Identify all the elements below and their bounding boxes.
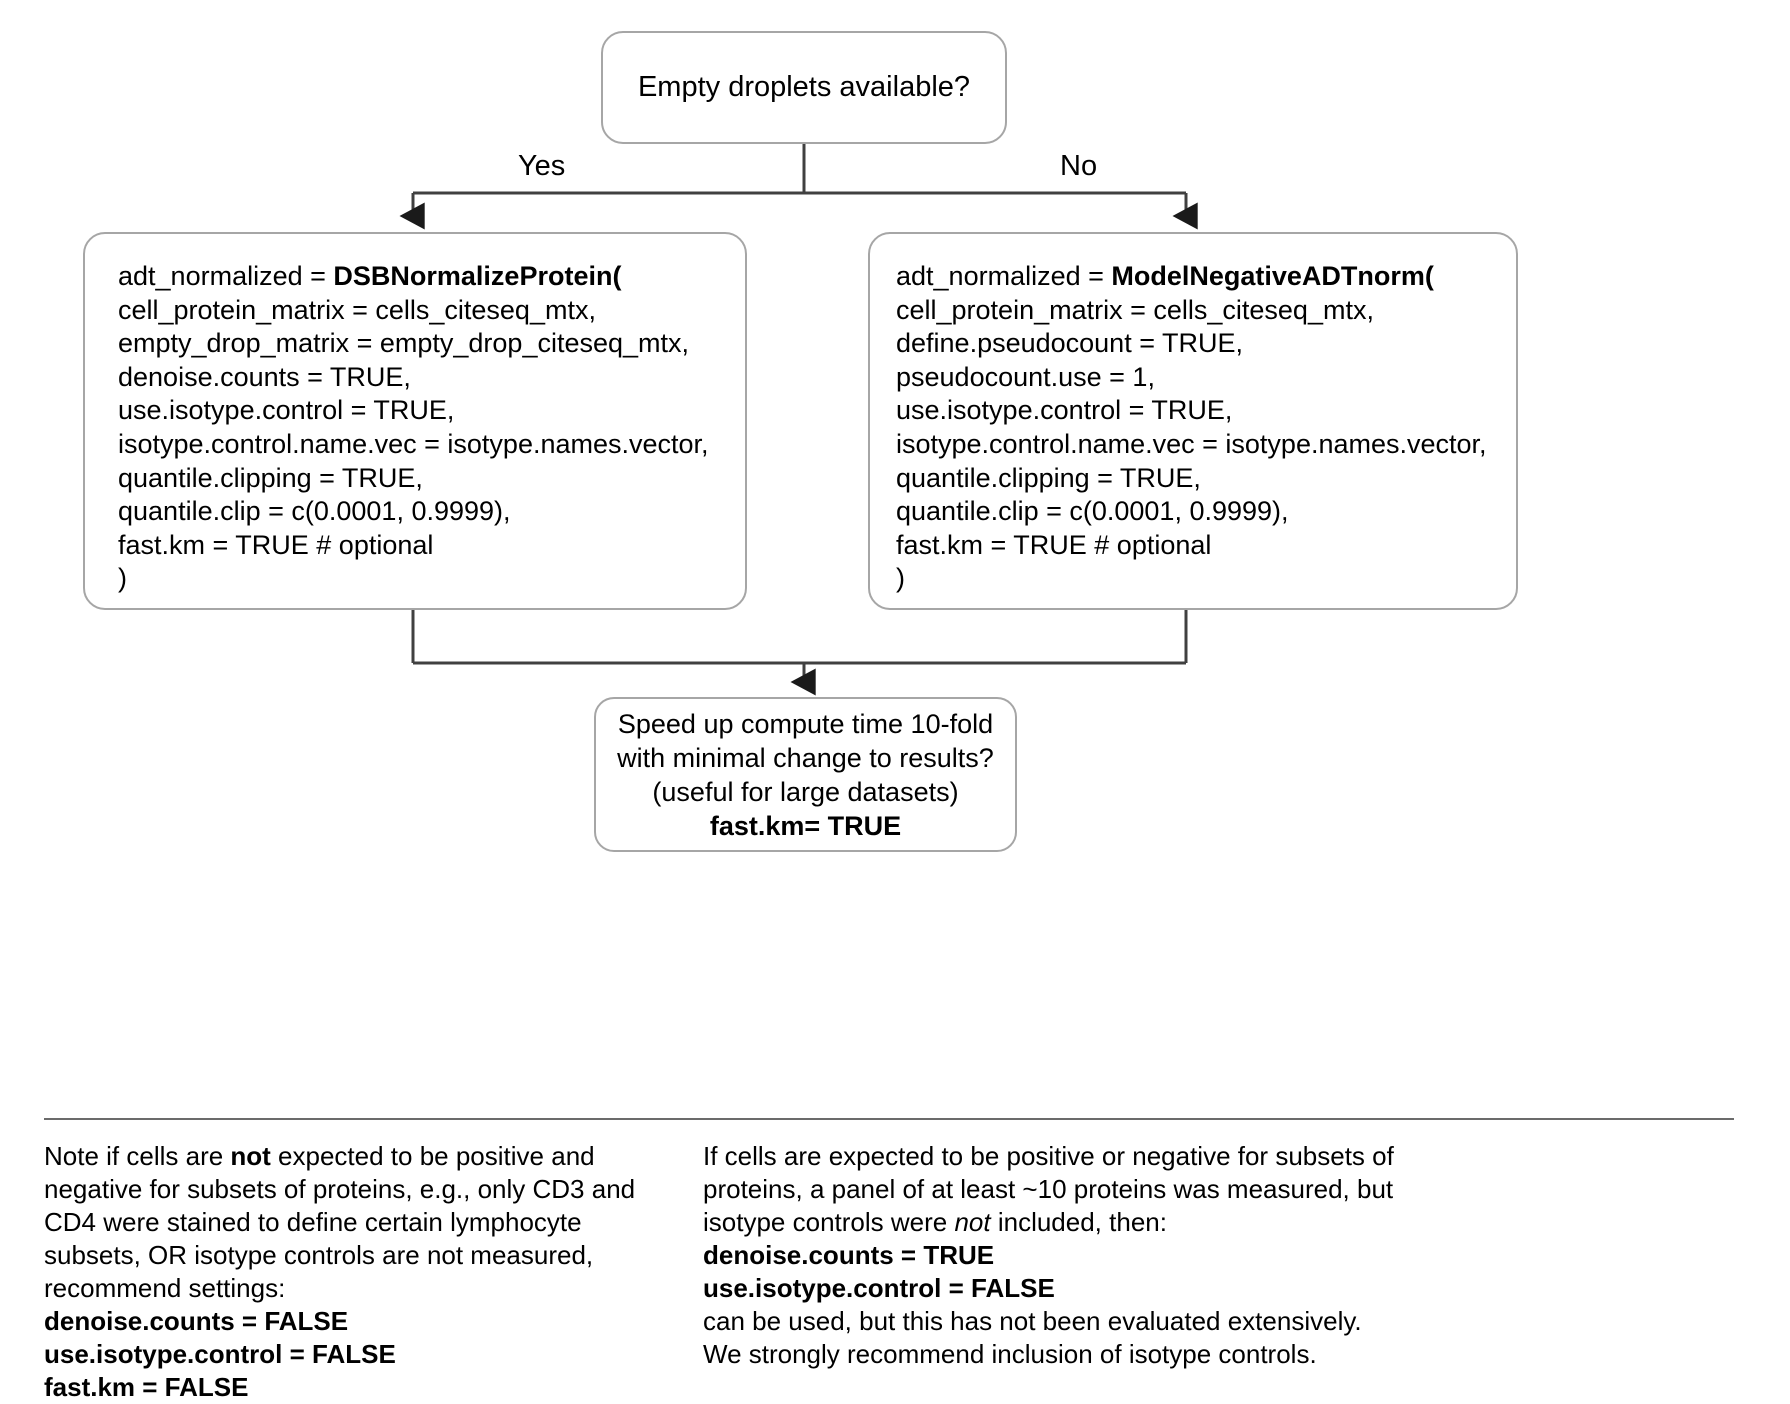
- mnadt-arg-line: quantile.clip = c(0.0001, 0.9999),: [896, 496, 1289, 527]
- mnadt-arg-line: isotype.control.name.vec = isotype.names…: [896, 428, 1487, 459]
- mnadt-arg-line: cell_protein_matrix = cells_citeseq_mtx,: [896, 294, 1374, 325]
- dsb-closing-paren: ): [118, 563, 127, 594]
- mnadt-closing-paren: ): [896, 563, 905, 594]
- note-right-column: If cells are expected to be positive or …: [703, 1140, 1443, 1371]
- dsb-arg-line: empty_drop_matrix = empty_drop_citeseq_m…: [118, 328, 690, 359]
- node-dsb-normalize-protein[interactable]: adt_normalized = DSBNormalizeProtein( ce…: [83, 232, 747, 610]
- dsb-code-block: adt_normalized = DSBNormalizeProtein( ce…: [85, 260, 745, 596]
- note-left-paragraph: Note if cells are not expected to be pos…: [44, 1140, 664, 1305]
- node-fastkm-question[interactable]: Speed up compute time 10-fold with minim…: [594, 697, 1017, 852]
- dsb-arg-line: fast.km = TRUE # optional: [118, 529, 434, 560]
- fastkm-line-1: Speed up compute time 10-fold: [617, 708, 994, 739]
- note-left-emphasis: not: [230, 1141, 271, 1171]
- mnadt-code-block: adt_normalized = ModelNegativeADTnorm( c…: [870, 260, 1516, 596]
- mnadt-arg-line: use.isotype.control = TRUE,: [896, 395, 1233, 426]
- fastkm-line-2: with minimal change to results?: [617, 742, 994, 773]
- node-empty-droplets-question[interactable]: Empty droplets available?: [601, 31, 1007, 144]
- fastkm-line-3: (useful for large datasets): [652, 776, 959, 807]
- notes-divider: [44, 1118, 1734, 1120]
- note-right-setting: denoise.counts = TRUE: [703, 1240, 995, 1270]
- mnadt-assignment: adt_normalized =: [896, 261, 1112, 291]
- note-left-setting: use.isotype.control = FALSE: [44, 1339, 396, 1369]
- dsb-arg-line: quantile.clip = c(0.0001, 0.9999),: [118, 496, 511, 527]
- edge-label-yes: Yes: [518, 150, 566, 182]
- note-left-text-1: Note if cells are: [44, 1141, 231, 1171]
- mnadt-function-name: ModelNegativeADTnorm(: [1111, 261, 1434, 291]
- mnadt-arg-line: pseudocount.use = 1,: [896, 361, 1155, 392]
- mnadt-arg-line: quantile.clipping = TRUE,: [896, 462, 1201, 493]
- note-left-setting: fast.km = FALSE: [44, 1372, 249, 1402]
- note-right-recommendation: We strongly recommend inclusion of isoty…: [703, 1339, 1317, 1369]
- dsb-function-name: DSBNormalizeProtein(: [333, 261, 622, 291]
- node-model-negative-adtnorm[interactable]: adt_normalized = ModelNegativeADTnorm( c…: [868, 232, 1518, 610]
- dsb-arg-line: isotype.control.name.vec = isotype.names…: [118, 428, 709, 459]
- dsb-arg-line: use.isotype.control = TRUE,: [118, 395, 455, 426]
- mnadt-arg-line: define.pseudocount = TRUE,: [896, 328, 1243, 359]
- edge-label-no: No: [1060, 150, 1098, 182]
- dsb-arg-line: denoise.counts = TRUE,: [118, 361, 411, 392]
- dsb-arg-line: cell_protein_matrix = cells_citeseq_mtx,: [118, 294, 596, 325]
- note-right-setting: use.isotype.control = FALSE: [703, 1273, 1055, 1303]
- note-right-caveat: can be used, but this has not been evalu…: [703, 1306, 1362, 1336]
- note-left-column: Note if cells are not expected to be pos…: [44, 1140, 664, 1404]
- node-empty-droplets-label: Empty droplets available?: [637, 71, 971, 104]
- dsb-assignment: adt_normalized =: [118, 261, 334, 291]
- note-right-paragraph: If cells are expected to be positive or …: [703, 1140, 1443, 1239]
- note-right-text-1: If cells are expected to be positive or …: [703, 1141, 1394, 1237]
- mnadt-arg-line: fast.km = TRUE # optional: [896, 529, 1212, 560]
- note-right-text-2: included, then:: [990, 1207, 1167, 1237]
- note-left-setting: denoise.counts = FALSE: [44, 1306, 349, 1336]
- fastkm-setting: fast.km= TRUE: [709, 810, 902, 841]
- note-left-text-2: expected to be positive and negative for…: [44, 1141, 636, 1303]
- dsb-arg-line: quantile.clipping = TRUE,: [118, 462, 423, 493]
- note-right-emphasis: not: [954, 1207, 991, 1237]
